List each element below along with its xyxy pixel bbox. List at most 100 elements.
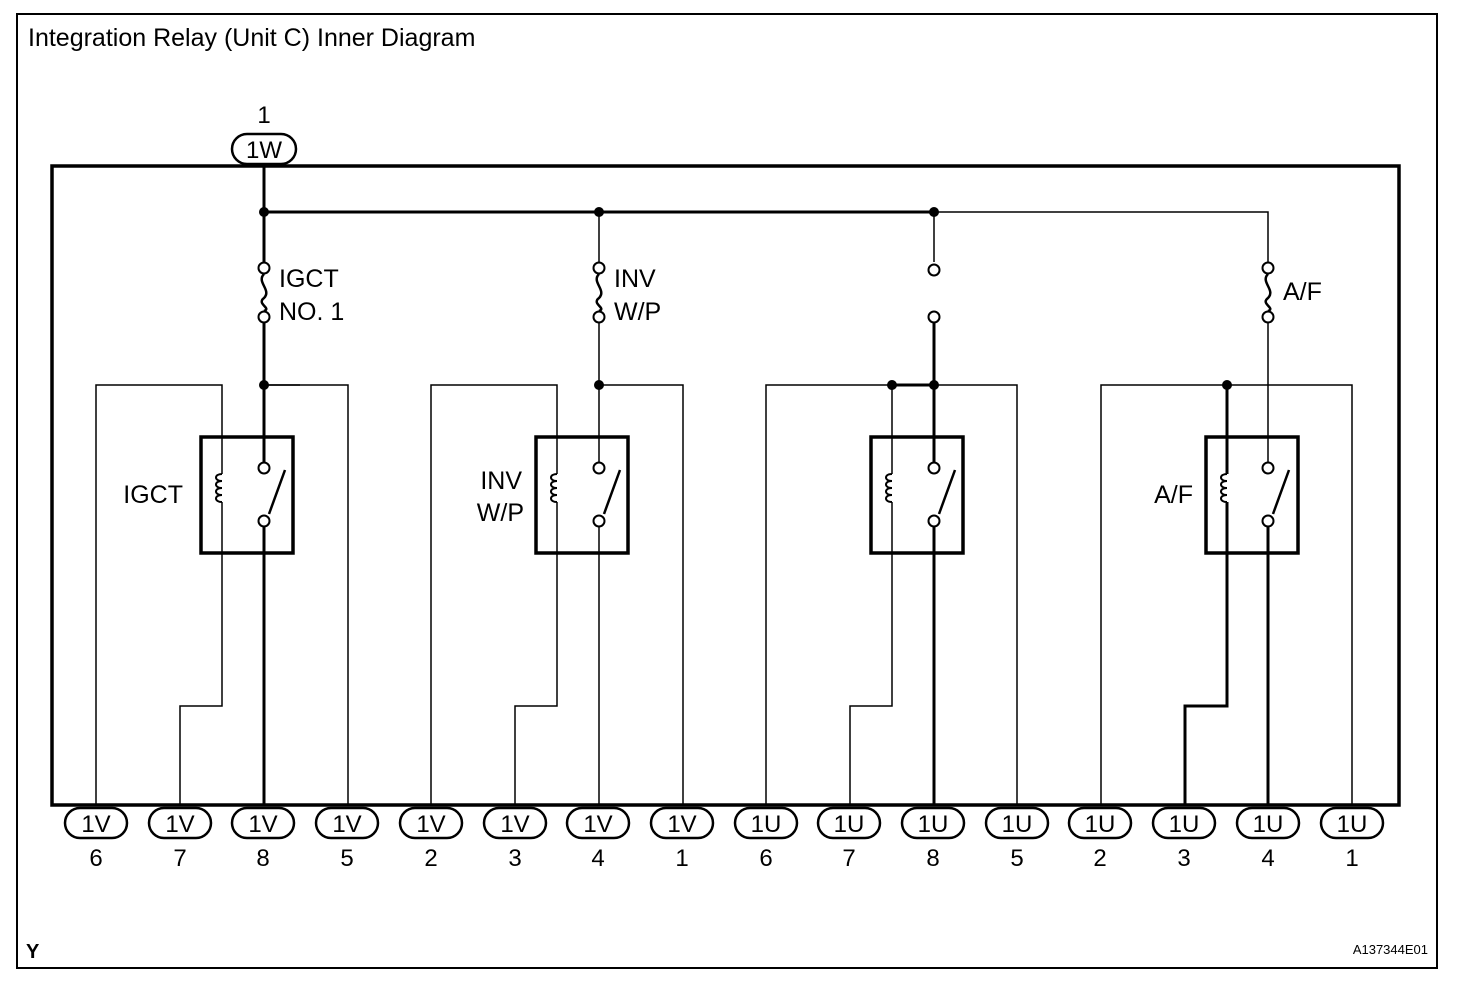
circuit-igct: IGCT NO. 1 IGCT (95, 212, 349, 805)
connector-pin-number: 1 (1345, 845, 1358, 872)
connector-pin-number: 5 (340, 845, 353, 872)
relay-label: IGCT (123, 481, 183, 509)
connector-shell (984, 806, 1050, 840)
relay-switch (1271, 469, 1291, 515)
outer-frame (16, 13, 1438, 969)
connector-label: 1V (248, 811, 277, 838)
relay-box-inv-wp (534, 435, 630, 555)
diagram-title: Integration Relay (Unit C) Inner Diagram (28, 24, 475, 52)
bottom-connector: 1V4 (565, 806, 631, 872)
connector-label: 1V (583, 811, 612, 838)
connector-label: 1U (918, 811, 949, 838)
connector-label: 1U (1002, 811, 1033, 838)
connector-shell (398, 806, 464, 840)
connector-shell (147, 806, 213, 840)
bottom-connector: 1U1 (1319, 806, 1385, 872)
fuse-af (1261, 261, 1275, 324)
fuse-label: NO. 1 (279, 298, 344, 326)
bottom-connector: 1U8 (900, 806, 966, 872)
connector-label: 1V (165, 811, 194, 838)
connector-shell (1319, 806, 1385, 840)
connector-shell (230, 806, 296, 840)
connector-shell (314, 806, 380, 840)
connector-shell (63, 806, 129, 840)
relay-box-af (1204, 435, 1300, 555)
connector-pin-number: 1 (675, 845, 688, 872)
connector-label: 1V (81, 811, 110, 838)
connector-pin-number: 3 (1177, 845, 1190, 872)
top-connector-label: 1W (246, 137, 282, 164)
connector-pin-number: 7 (173, 845, 186, 872)
bottom-connector: 1U5 (984, 806, 1050, 872)
connector-pin-number: 4 (591, 845, 604, 872)
connector-shell (649, 806, 715, 840)
relay-coil (1220, 473, 1228, 503)
bottom-connector: 1U7 (816, 806, 882, 872)
connector-pin-number: 2 (424, 845, 437, 872)
bottom-connector: 1V8 (230, 806, 296, 872)
connector-pin-number: 5 (1010, 845, 1023, 872)
bottom-connector: 1V5 (314, 806, 380, 872)
bottom-connector: 1V7 (147, 806, 213, 872)
relay-box-igct (199, 435, 295, 555)
relay-coil (885, 473, 893, 503)
figure-id: A137344E01 (1353, 942, 1428, 957)
connector-pin-number: 6 (89, 845, 102, 872)
bottom-connector: 1V2 (398, 806, 464, 872)
connector-pin-number: 3 (508, 845, 521, 872)
relay-label: W/P (477, 499, 524, 527)
connector-label: 1V (667, 811, 696, 838)
bus-wire-af (934, 211, 1269, 262)
relay-label: INV (480, 467, 522, 495)
fuse-slot-empty (927, 263, 941, 324)
relay-label: A/F (1154, 481, 1193, 509)
connector-pin-number: 6 (759, 845, 772, 872)
bottom-connector: 1U3 (1151, 806, 1217, 872)
relay-box-3 (869, 435, 965, 555)
fuse-label: A/F (1283, 278, 1322, 306)
relay-coil (215, 473, 223, 503)
connector-shell (816, 806, 882, 840)
bottom-connector-row: 1V61V71V81V51V21V31V41V11U61U71U81U51U21… (63, 806, 1385, 872)
connector-label: 1U (834, 811, 865, 838)
connector-label: 1U (1085, 811, 1116, 838)
fuse-label: IGCT (279, 265, 339, 293)
connector-pin-number: 4 (1261, 845, 1274, 872)
connector-label: 1V (416, 811, 445, 838)
bottom-connector: 1V6 (63, 806, 129, 872)
circuit-inv-wp: INV W/P INV W/P (430, 212, 684, 805)
connector-shell (482, 806, 548, 840)
connector-shell (900, 806, 966, 840)
connector-pin-number: 2 (1093, 845, 1106, 872)
connector-pin-number: 8 (256, 845, 269, 872)
connector-pin-number: 8 (926, 845, 939, 872)
relay-switch (937, 469, 957, 515)
bottom-connector: 1V1 (649, 806, 715, 872)
bottom-connector: 1U6 (733, 806, 799, 872)
connector-label: 1U (1337, 811, 1368, 838)
connector-pin-number: 7 (842, 845, 855, 872)
connector-label: 1V (500, 811, 529, 838)
fuse-igct-no1 (257, 261, 271, 324)
relay-switch (267, 469, 287, 515)
connector-label: 1U (1169, 811, 1200, 838)
connector-label: 1U (1253, 811, 1284, 838)
circuit-3 (765, 212, 1018, 805)
top-connector-pin: 1 (257, 102, 270, 129)
connector-shell (1067, 806, 1133, 840)
relay-unit-body (50, 164, 1401, 807)
circuit-af: A/F A/F (1100, 261, 1353, 805)
connector-shell (1151, 806, 1217, 840)
connector-shell (1235, 806, 1301, 840)
connector-label: 1U (751, 811, 782, 838)
relay-switch (602, 469, 622, 515)
connector-shell (733, 806, 799, 840)
bottom-connector: 1U4 (1235, 806, 1301, 872)
corner-mark-left: Y (26, 941, 40, 963)
connector-shell (565, 806, 631, 840)
fuse-label: INV (614, 265, 656, 293)
bottom-connector: 1U2 (1067, 806, 1133, 872)
fuse-inv-wp (592, 261, 606, 324)
connector-label: 1V (332, 811, 361, 838)
